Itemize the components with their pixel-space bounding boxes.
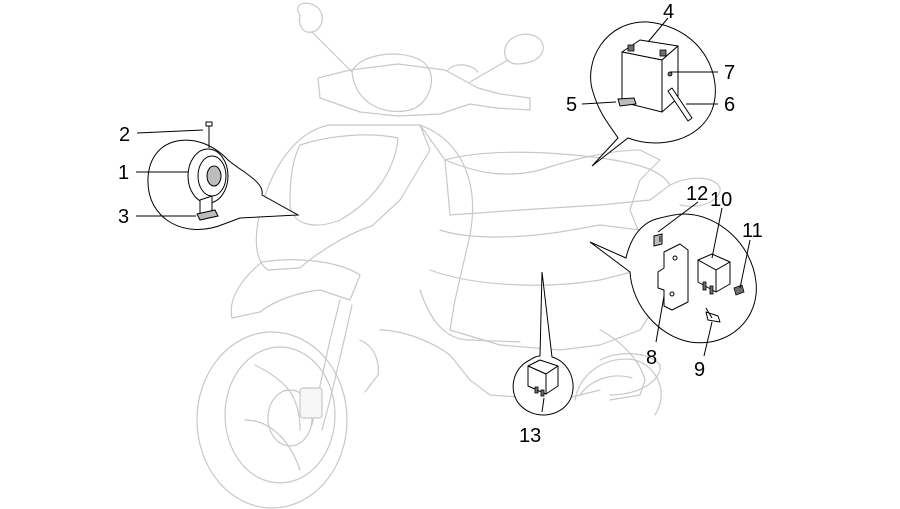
label-11: 11	[742, 220, 763, 242]
label-2: 2	[119, 124, 130, 146]
horn-center	[206, 165, 222, 187]
right-mirror	[504, 33, 544, 65]
horn-screw-head	[205, 121, 213, 127]
seat	[444, 151, 671, 216]
label-8: 8	[646, 347, 657, 369]
front-rim	[224, 346, 336, 484]
leader-13	[541, 397, 545, 413]
rear-rim	[579, 375, 633, 396]
leader-5	[581, 101, 617, 105]
label-5: 5	[566, 94, 577, 116]
relay-13-part	[527, 359, 559, 397]
relay-bracket-hole-1	[672, 255, 678, 261]
battery-callout: 4 7 5 6	[566, 1, 735, 167]
label-7: 7	[724, 62, 735, 84]
handlebar	[317, 63, 531, 117]
front-tire-outer	[196, 331, 348, 509]
tail-light	[669, 177, 721, 207]
relay-pin-1	[702, 281, 707, 291]
battery-vent-tube	[667, 87, 693, 122]
label-3: 3	[118, 206, 129, 228]
body-side	[419, 124, 661, 351]
horn-callout: 2 1 3	[118, 121, 300, 230]
battery-pad	[617, 97, 637, 107]
label-6: 6	[724, 94, 735, 116]
rear-tire	[574, 358, 662, 416]
battery-terminal-right	[659, 49, 667, 57]
bracket-bolt-part	[705, 307, 721, 323]
relay-13-side	[545, 365, 559, 395]
relay-clip	[653, 233, 663, 247]
leader-4	[647, 17, 669, 43]
horn-bracket-part	[196, 195, 219, 221]
label-12: 12	[686, 183, 708, 205]
right-mirror-stem	[469, 59, 509, 83]
relay-bracket	[657, 243, 689, 311]
battery-part	[621, 39, 679, 113]
label-10: 10	[710, 189, 732, 211]
scooter-ghost-outline	[196, 2, 721, 509]
relay-13-pin-1	[534, 386, 539, 394]
exhaust-hint	[599, 353, 661, 396]
horn-screw-part	[205, 121, 213, 148]
leader-8	[655, 295, 665, 343]
body-line-2	[429, 269, 641, 286]
leader-10	[711, 207, 723, 259]
relay-screw	[733, 284, 745, 296]
lower-body	[379, 329, 601, 401]
headset-top	[447, 64, 479, 73]
relay-bracket-callout: 12 10 11 8 9	[589, 183, 763, 381]
relay-part	[697, 253, 731, 295]
front-fender	[230, 259, 361, 319]
relay-13-pin-2	[540, 389, 545, 397]
horn-part	[187, 148, 229, 204]
front-shield	[255, 124, 431, 271]
battery-terminal-left	[627, 44, 635, 52]
engine-hint-1	[359, 339, 379, 393]
relay-side	[715, 261, 731, 293]
horn-bracket-base	[196, 209, 219, 221]
floorboard	[419, 289, 521, 343]
left-mirror-stem	[311, 31, 353, 73]
leader-12	[657, 201, 699, 233]
label-13: 13	[519, 425, 541, 447]
battery-vent-screw	[667, 71, 673, 77]
relay-callout: 13	[512, 271, 574, 447]
leader-9	[703, 321, 713, 357]
front-brake-caliper	[299, 387, 323, 419]
left-mirror	[297, 2, 323, 33]
relay-bracket-hole-2	[669, 291, 675, 297]
front-panel	[289, 134, 399, 226]
headlight-cowl	[351, 53, 432, 113]
bracket-bolt-shank	[705, 307, 713, 319]
rear-fender	[599, 329, 646, 401]
relay-pin-2	[709, 285, 714, 295]
body-line-1	[439, 224, 641, 238]
label-1: 1	[118, 162, 129, 184]
leader-11	[739, 239, 751, 289]
front-spokes	[244, 364, 301, 471]
label-4: 4	[663, 1, 674, 23]
label-9: 9	[694, 359, 705, 381]
leader-2	[136, 129, 204, 134]
